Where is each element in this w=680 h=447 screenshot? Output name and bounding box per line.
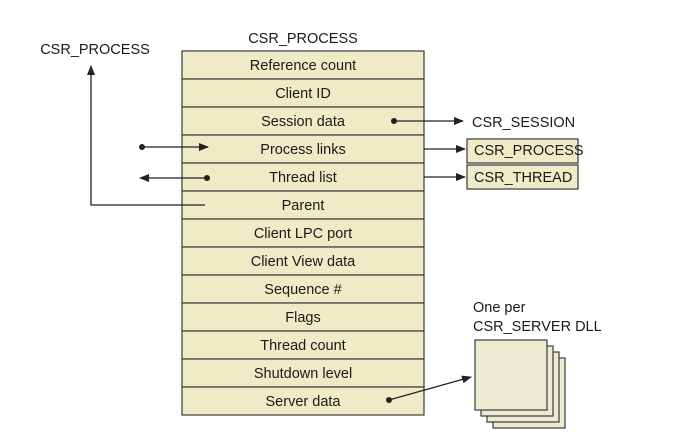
field-box: [181, 246, 425, 276]
field-label: Sequence #: [264, 282, 341, 298]
field-label: Client View data: [251, 254, 356, 270]
session-target-label: CSR_SESSION: [472, 115, 575, 131]
process-links-target-label: CSR_PROCESS: [474, 143, 584, 159]
process-links-target-box: [466, 138, 579, 164]
field-label: Client ID: [275, 86, 331, 102]
field-label: Client LPC port: [254, 226, 352, 242]
parent-target-label: CSR_PROCESS: [40, 42, 150, 58]
field-label: Session data: [261, 114, 346, 130]
thread-list-target-box: [466, 164, 579, 190]
field-box: [181, 330, 425, 360]
server-data-arrow: [388, 375, 472, 401]
field-box: [181, 358, 425, 388]
parent-arrow: [87, 65, 205, 206]
field-label: Shutdown level: [254, 366, 352, 382]
thread-list-target-label: CSR_THREAD: [474, 170, 572, 186]
field-box: [181, 78, 425, 108]
field-label: Server data: [266, 394, 342, 410]
field-label: Thread list: [269, 170, 337, 186]
field-label: Reference count: [250, 58, 356, 74]
field-box: [181, 302, 425, 332]
server-dll-note-line2: CSR_SERVER DLL: [473, 319, 602, 335]
server-dll-pages-icon: [474, 339, 566, 429]
field-box: [181, 386, 425, 416]
field-label: Process links: [260, 142, 345, 158]
server-dll-note-line1: One per: [473, 300, 526, 316]
struct-title: CSR_PROCESS: [248, 31, 358, 47]
field-label: Parent: [282, 198, 325, 214]
field-label: Flags: [285, 310, 320, 326]
field-box: [181, 50, 425, 80]
thread-list-in-dot: [204, 175, 210, 181]
field-label: Thread count: [260, 338, 345, 354]
